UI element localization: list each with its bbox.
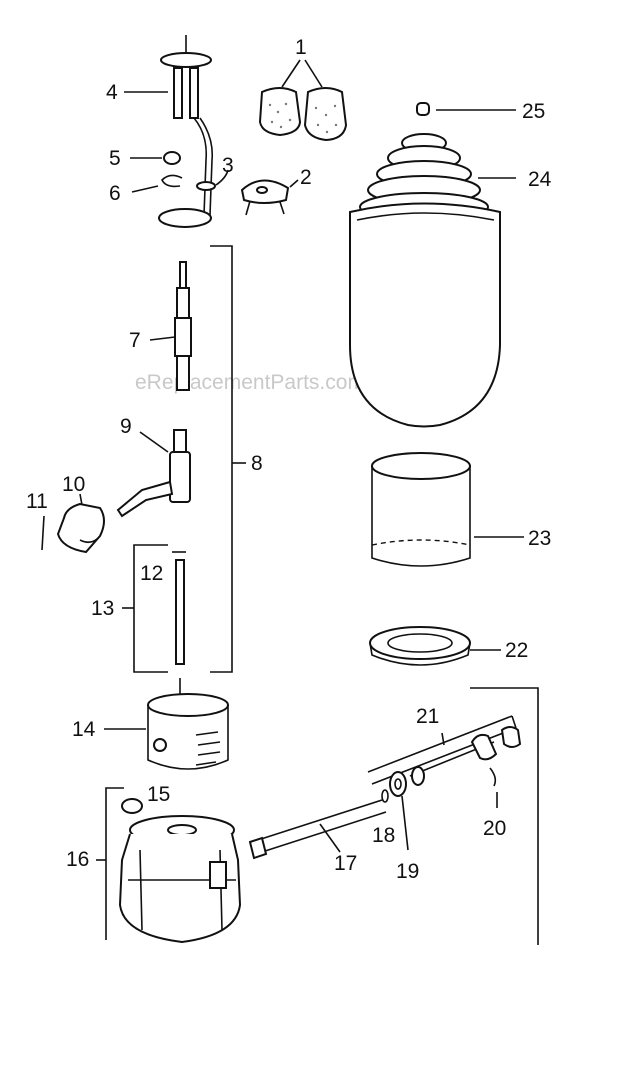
label-20: 20 xyxy=(483,817,506,840)
part-12-rod xyxy=(172,551,186,665)
label-16: 16 xyxy=(66,848,89,871)
part-14-collar xyxy=(104,678,229,770)
part-17-tube xyxy=(248,799,387,860)
label-10: 10 xyxy=(62,473,85,496)
label-22: 22 xyxy=(505,639,528,662)
label-19: 19 xyxy=(396,860,419,883)
label-18: 18 xyxy=(372,824,395,847)
label-5: 5 xyxy=(109,147,121,170)
part-4-burner-frame xyxy=(124,35,214,228)
part-22-holder xyxy=(369,626,501,666)
bracket-13 xyxy=(122,544,168,673)
label-14: 14 xyxy=(72,718,96,741)
label-9: 9 xyxy=(120,415,132,438)
label-23: 23 xyxy=(528,527,551,550)
label-8: 8 xyxy=(251,452,263,475)
label-4: 4 xyxy=(106,81,118,104)
bracket-8 xyxy=(210,245,246,673)
part-10-knob xyxy=(56,493,105,554)
part-2-cap xyxy=(240,179,299,216)
part-6-clip xyxy=(131,174,183,193)
part-19-washer xyxy=(389,766,425,851)
label-3: 3 xyxy=(222,154,234,177)
part-9-valve xyxy=(116,429,191,518)
part-5-nut xyxy=(130,151,181,165)
label-21: 21 xyxy=(416,705,439,728)
label-7: 7 xyxy=(129,329,141,352)
callout-labels: 1 2 3 4 5 6 7 8 9 10 11 12 13 14 15 16 1… xyxy=(26,36,552,883)
part-1-mantles xyxy=(258,59,348,142)
label-24: 24 xyxy=(528,168,552,191)
bracket-21 xyxy=(470,687,539,945)
part-16-fount xyxy=(118,815,242,944)
part-21-pump xyxy=(367,715,522,785)
part-3-collar xyxy=(196,169,229,191)
label-1: 1 xyxy=(295,36,307,59)
watermark: eReplacementParts.com xyxy=(135,371,365,394)
label-25: 25 xyxy=(522,100,545,123)
part-20-hook xyxy=(489,767,498,808)
globe-shield xyxy=(349,202,501,428)
part-7-generator xyxy=(149,261,192,391)
label-11: 11 xyxy=(26,490,48,513)
part-11-pin xyxy=(41,515,45,551)
part-15-cap xyxy=(121,798,143,814)
part-18-ring xyxy=(381,789,389,803)
label-12: 12 xyxy=(140,562,163,585)
part-23-globe xyxy=(371,452,524,567)
label-17: 17 xyxy=(334,852,357,875)
label-6: 6 xyxy=(109,182,121,205)
label-2: 2 xyxy=(300,166,312,189)
label-13: 13 xyxy=(91,597,114,620)
part-25-nut xyxy=(416,102,516,116)
bracket-16 xyxy=(96,787,124,940)
label-15: 15 xyxy=(147,783,170,806)
